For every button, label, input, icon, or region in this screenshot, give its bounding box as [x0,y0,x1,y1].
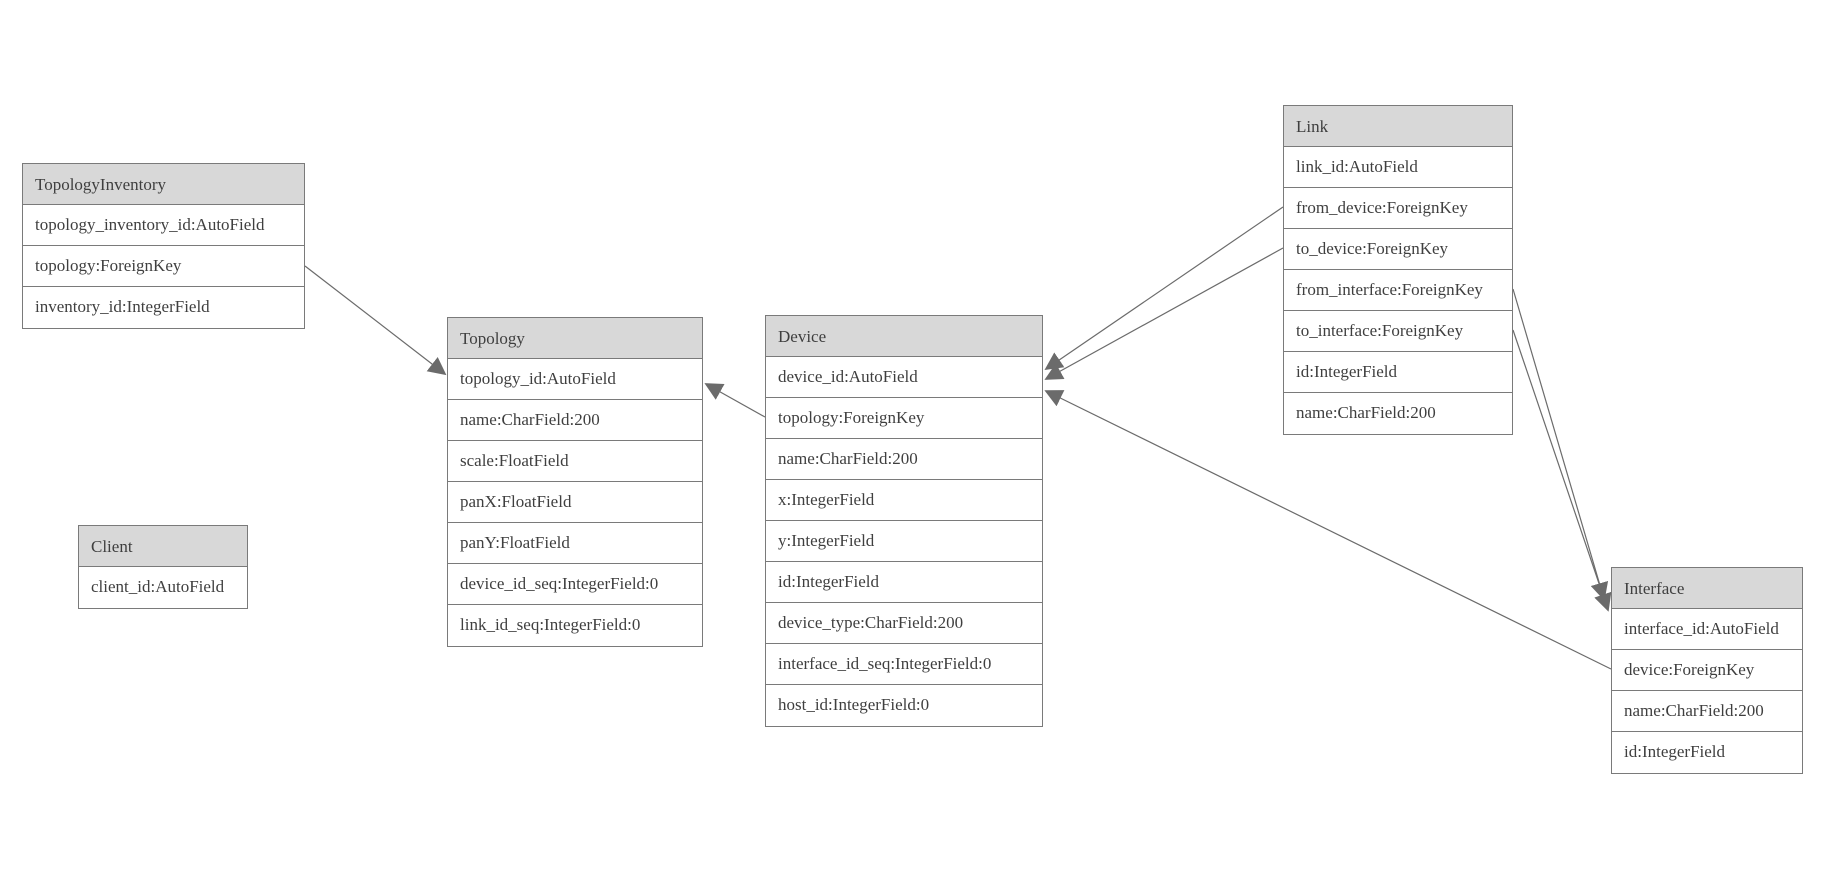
edge-interface-device [1044,390,1612,670]
field-row: interface_id:AutoField [1612,609,1802,650]
field-row: link_id:AutoField [1284,147,1512,188]
entity-topology: Topology topology_id:AutoField name:Char… [447,317,703,647]
entity-title: TopologyInventory [23,164,304,205]
field-row: id:IntegerField [1612,732,1802,773]
entity-interface: Interface interface_id:AutoField device:… [1611,567,1803,774]
field-row: host_id:IntegerField:0 [766,685,1042,726]
field-row: topology:ForeignKey [766,398,1042,439]
field-row: topology_id:AutoField [448,359,702,400]
field-row: inventory_id:IntegerField [23,287,304,328]
field-row: name:CharField:200 [1612,691,1802,732]
edge-link-to-device [1044,247,1284,380]
entity-device: Device device_id:AutoField topology:Fore… [765,315,1043,727]
entity-title: Device [766,316,1042,357]
field-row: y:IntegerField [766,521,1042,562]
field-row: client_id:AutoField [79,567,247,608]
field-row: to_device:ForeignKey [1284,229,1512,270]
field-row: id:IntegerField [1284,352,1512,393]
entity-topologyinventory: TopologyInventory topology_inventory_id:… [22,163,305,329]
field-row: name:CharField:200 [1284,393,1512,434]
field-row: id:IntegerField [766,562,1042,603]
edge-topologyinventory-topology [304,265,447,376]
field-row: name:CharField:200 [448,400,702,441]
field-row: name:CharField:200 [766,439,1042,480]
entity-title: Interface [1612,568,1802,609]
field-row: device_type:CharField:200 [766,603,1042,644]
field-row: topology:ForeignKey [23,246,304,287]
field-row: device:ForeignKey [1612,650,1802,691]
field-row: topology_inventory_id:AutoField [23,205,304,246]
field-row: x:IntegerField [766,480,1042,521]
field-row: panX:FloatField [448,482,702,523]
entity-title: Link [1284,106,1512,147]
field-row: interface_id_seq:IntegerField:0 [766,644,1042,685]
field-row: scale:FloatField [448,441,702,482]
field-row: from_interface:ForeignKey [1284,270,1512,311]
field-row: panY:FloatField [448,523,702,564]
edge-link-from-interface [1512,288,1609,601]
edge-device-topology [704,383,766,418]
field-row: device_id_seq:IntegerField:0 [448,564,702,605]
field-row: device_id:AutoField [766,357,1042,398]
edge-link-from-device [1044,206,1284,371]
entity-title: Topology [448,318,702,359]
field-row: from_device:ForeignKey [1284,188,1512,229]
edge-link-to-interface [1512,329,1612,612]
field-row: to_interface:ForeignKey [1284,311,1512,352]
entity-client: Client client_id:AutoField [78,525,248,609]
entity-link: Link link_id:AutoField from_device:Forei… [1283,105,1513,435]
field-row: link_id_seq:IntegerField:0 [448,605,702,646]
entity-title: Client [79,526,247,567]
